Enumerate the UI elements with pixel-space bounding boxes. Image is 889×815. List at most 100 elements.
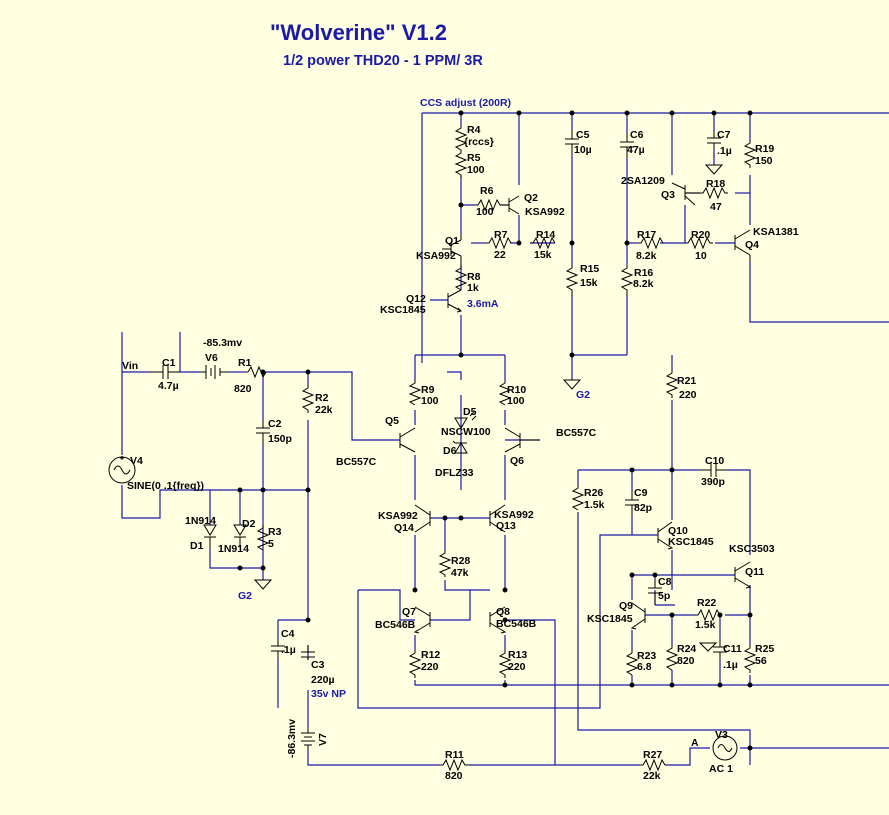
- d1-name: D1: [190, 540, 204, 552]
- q3-name: Q3: [661, 189, 675, 201]
- r23-value: 6.8: [637, 661, 652, 673]
- q9-name: Q9: [619, 600, 633, 612]
- net-label-g2-left: G2: [238, 590, 252, 602]
- r4-value: {rccs}: [464, 136, 494, 148]
- r6-value: 100: [476, 206, 494, 218]
- r19-name: R19: [755, 143, 774, 155]
- r26-value: 1.5k: [584, 499, 605, 511]
- r1-value: 820: [234, 383, 252, 395]
- c6-value: 47µ: [627, 144, 645, 156]
- v4-value: SINE(0 .1{freq}): [127, 480, 204, 492]
- c2-value: 150p: [268, 433, 292, 445]
- q7-name: Q7: [402, 606, 416, 618]
- r12-name: R12: [421, 649, 440, 661]
- net-label-a: A: [691, 737, 699, 749]
- q5-value: BC557C: [336, 456, 377, 468]
- r9-name: R9: [421, 384, 435, 396]
- q7-value: BC546B: [375, 619, 416, 631]
- c7-value: .1µ: [717, 145, 732, 157]
- r7-name: R7: [494, 229, 508, 241]
- q3-value: 2SA1209: [621, 175, 665, 187]
- net-label-g2-right: G2: [576, 389, 590, 401]
- q5-name: Q5: [385, 415, 399, 427]
- schematic-subtitle: 1/2 power THD20 - 1 PPM/ 3R: [283, 53, 483, 69]
- v4-name: V4: [130, 455, 143, 467]
- r25-name: R25: [755, 643, 774, 655]
- r9-value: 100: [421, 395, 439, 407]
- net-labels: CCS adjust (200R) 3.6mA G2 G2 -85.3mv -8…: [203, 97, 699, 758]
- v7-name: V7: [317, 733, 329, 746]
- q6-value: BC557C: [556, 427, 597, 439]
- d6-name: D6: [443, 445, 457, 457]
- c4-value: .1µ: [281, 644, 296, 656]
- r1-name: R1: [238, 357, 252, 369]
- r20-value: 10: [695, 250, 707, 262]
- r4-name: R4: [467, 124, 481, 136]
- r5-name: R5: [467, 152, 481, 164]
- r19-value: 150: [755, 155, 773, 167]
- r14-name: R14: [536, 229, 555, 241]
- r2-value: 22k: [315, 404, 333, 416]
- r27-value: 22k: [643, 770, 661, 782]
- r16-value: 8.2k: [633, 278, 654, 290]
- r18-value: 47: [710, 201, 722, 213]
- r10-name: R10: [507, 384, 526, 396]
- c1-value: 4.7µ: [158, 380, 179, 392]
- d5-value: NSCW100: [441, 426, 491, 438]
- r2-name: R2: [315, 392, 329, 404]
- vin-label: Vin: [122, 360, 138, 372]
- v7-dc-voltage: -86.3mv: [286, 719, 298, 758]
- v6-name: V6: [205, 352, 218, 364]
- q1-name: Q1: [445, 235, 459, 247]
- r14-value: 15k: [534, 249, 552, 261]
- schematic-title: "Wolverine" V1.2: [270, 20, 447, 45]
- r15-name: R15: [580, 263, 599, 275]
- d1-value: 1N914: [185, 515, 216, 527]
- q10-value: KSC1845: [668, 536, 714, 548]
- r26-name: R26: [584, 487, 603, 499]
- r17-value: 8.2k: [636, 250, 657, 262]
- net-label-ccs-adjust: CCS adjust (200R): [420, 97, 511, 109]
- r5-value: 100: [467, 164, 485, 176]
- q11-value: KSC3503: [729, 543, 775, 555]
- r8-value: 1k: [467, 282, 479, 294]
- r7-value: 22: [494, 249, 506, 261]
- r13-name: R13: [508, 649, 527, 661]
- r3-value: 5: [268, 538, 274, 550]
- c9-name: C9: [634, 487, 648, 499]
- c7-name: C7: [717, 129, 731, 141]
- c8-name: C8: [658, 576, 672, 588]
- r22-value: 1.5k: [695, 619, 716, 631]
- net-label-current: 3.6mA: [467, 298, 499, 310]
- r10-value: 100: [507, 395, 525, 407]
- r3-name: R3: [268, 526, 282, 538]
- c3-value: 220µ: [311, 674, 335, 686]
- wires: [121, 112, 889, 766]
- r11-name: R11: [445, 749, 464, 761]
- c8-value: 5p: [658, 590, 670, 602]
- c3-rating: 35v NP: [311, 688, 346, 700]
- q10-name: Q10: [668, 525, 688, 537]
- d5-name: D5: [463, 406, 477, 418]
- q13-name: Q13: [496, 520, 516, 532]
- r6-name: R6: [480, 185, 494, 197]
- c3-name: C3: [311, 659, 325, 671]
- c2-name: C2: [268, 418, 282, 430]
- r23-name: R23: [637, 650, 656, 662]
- c5-name: C5: [576, 129, 590, 141]
- r13-value: 220: [508, 661, 526, 673]
- r16-name: R16: [634, 267, 653, 279]
- q11-name: Q11: [745, 566, 764, 578]
- component-glyphs: [108, 110, 757, 772]
- r11-value: 820: [445, 770, 463, 782]
- d2-value: 1N914: [218, 543, 249, 555]
- c10-name: C10: [705, 455, 724, 467]
- v3-value: AC 1: [709, 763, 733, 775]
- q8-value: BC546B: [496, 618, 537, 630]
- component-labels: Vin V4 SINE(0 .1{freq}) C1 4.7µ V6 R1 82…: [122, 124, 799, 782]
- r21-name: R21: [677, 375, 696, 387]
- q13-value: KSA992: [494, 509, 534, 521]
- c9-value: 82p: [634, 502, 652, 514]
- r27-name: R27: [643, 749, 662, 761]
